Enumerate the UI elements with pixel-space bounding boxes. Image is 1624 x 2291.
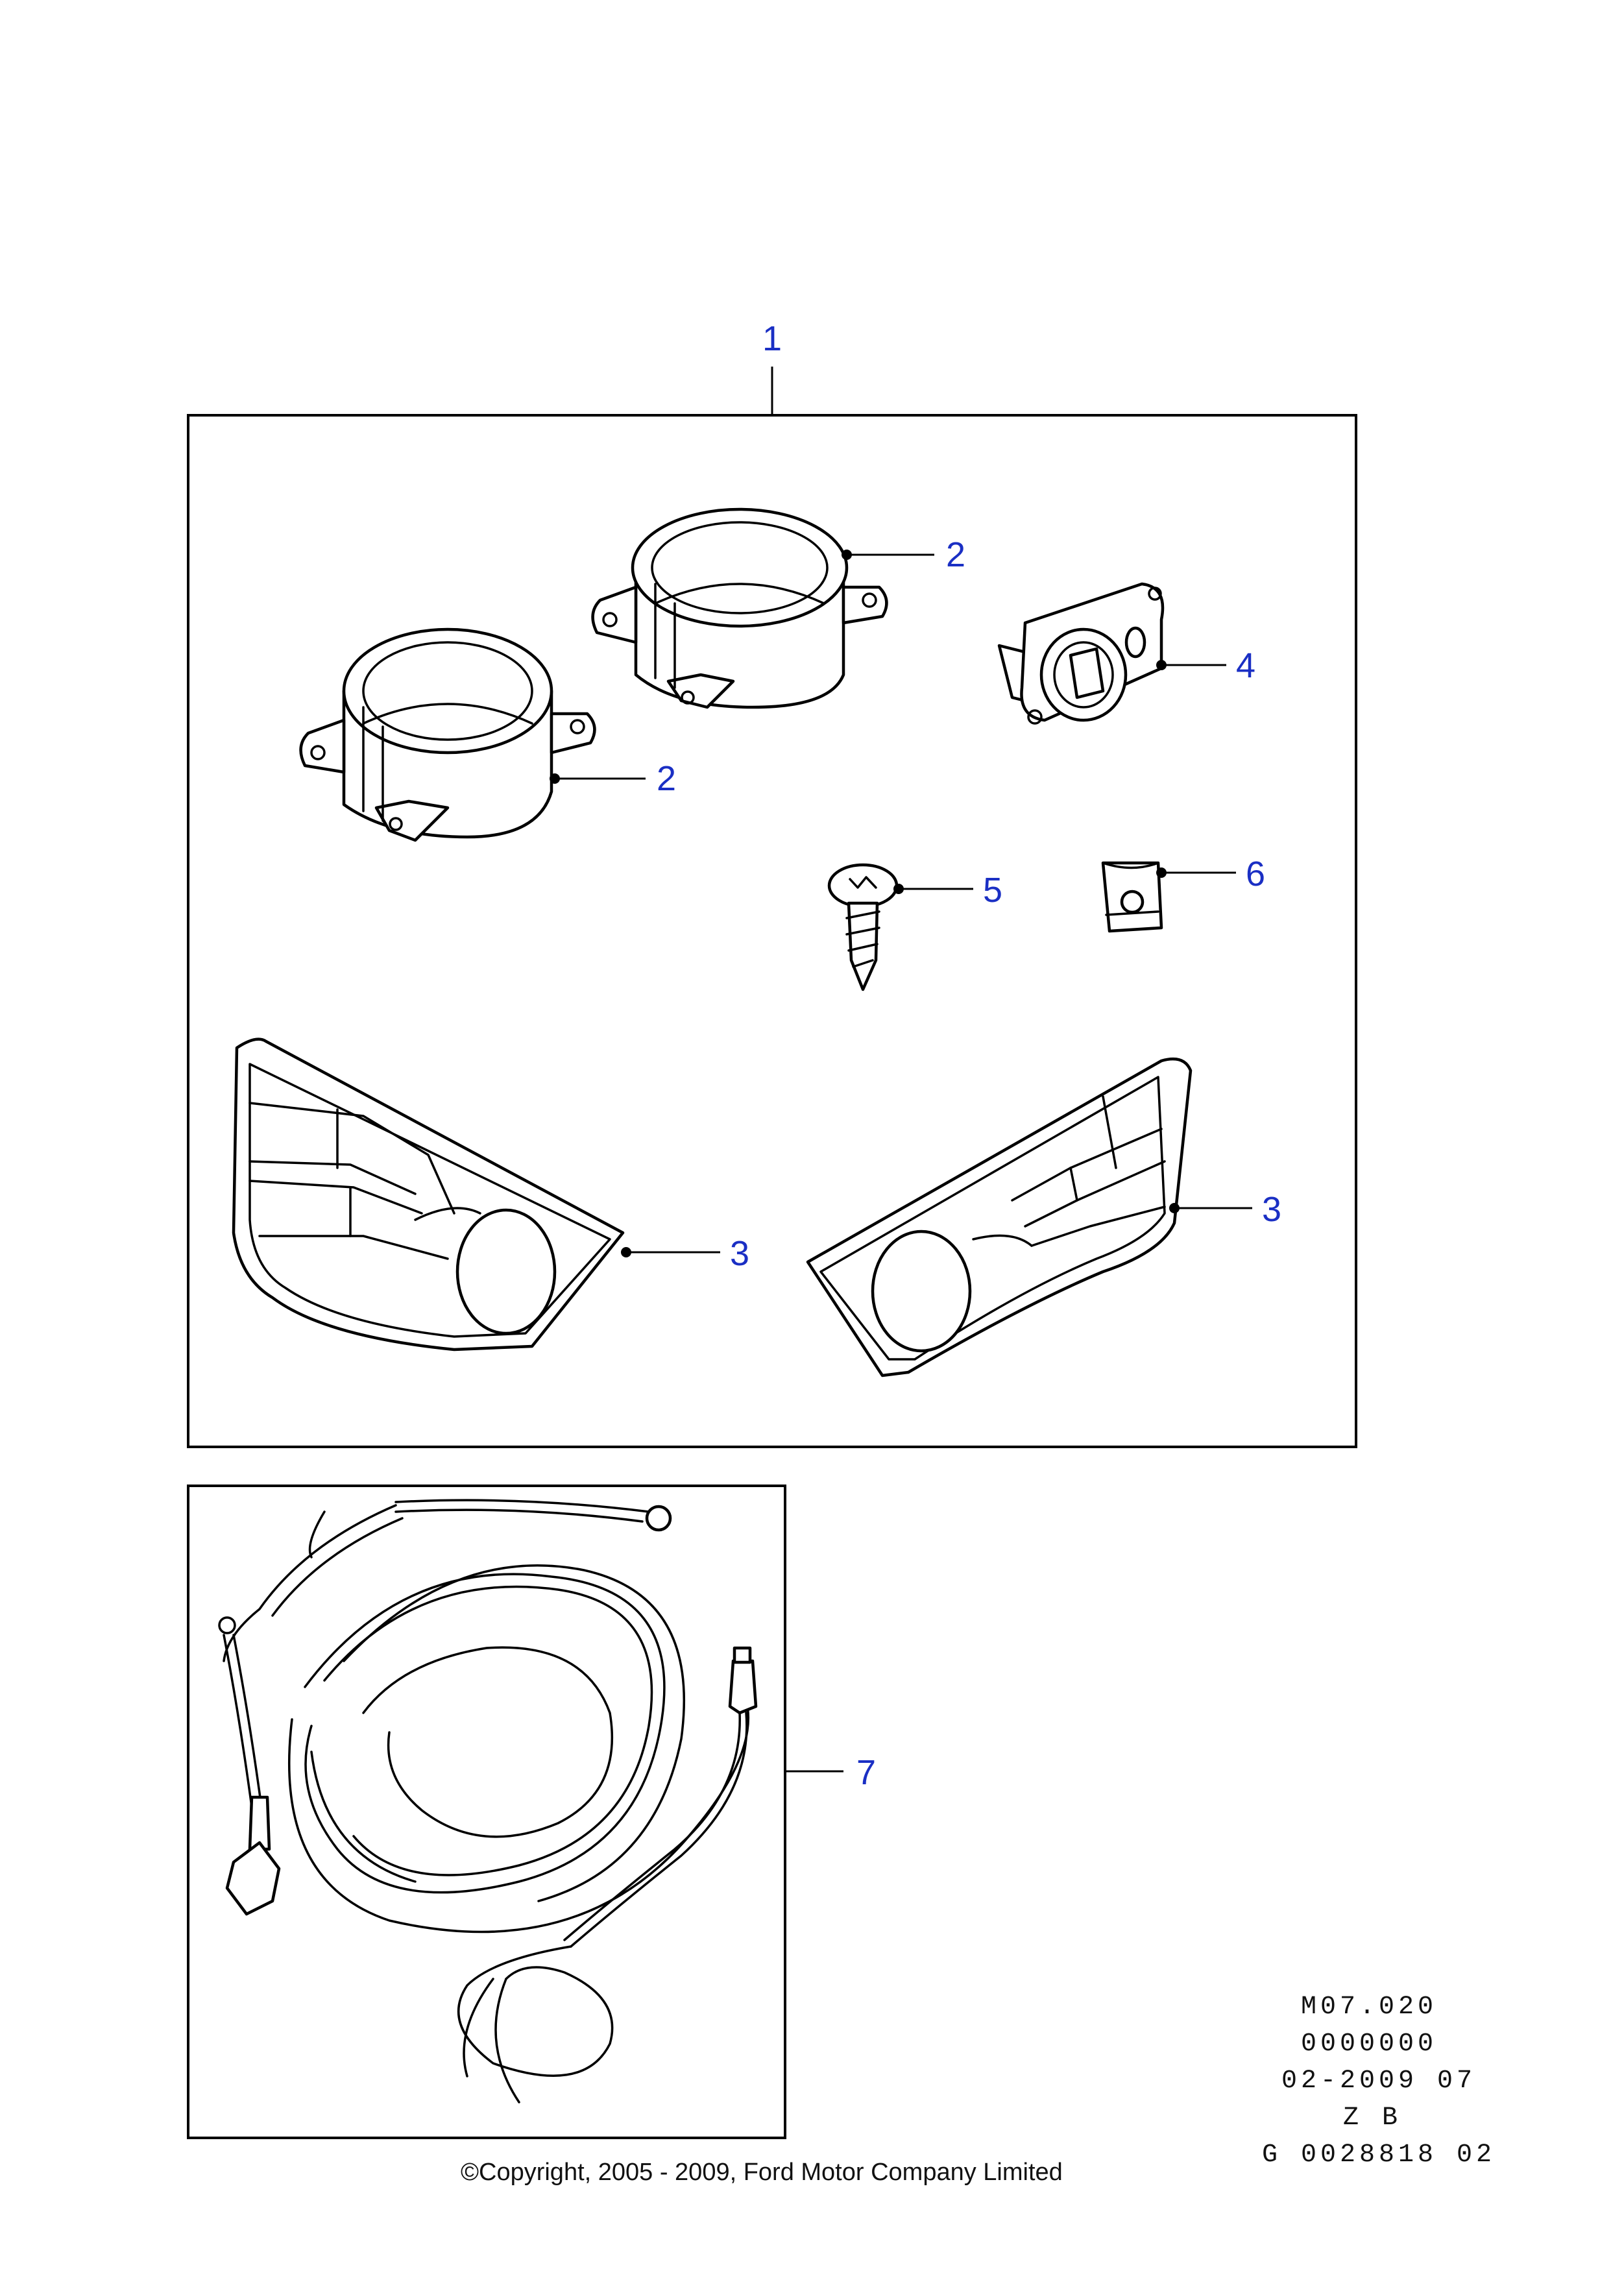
callout-1: 1	[762, 319, 782, 358]
fog-lamp-housing-lower	[299, 627, 596, 842]
callout-5: 5	[983, 871, 1002, 910]
fog-lamp-bezel-right	[806, 1057, 1193, 1377]
ref-date: 02-2009 07	[1281, 2067, 1476, 2096]
reference-block: M07.020 0000000 02-2009 07 Z B G 0028818…	[1262, 1993, 1496, 2170]
fog-lamp-switch	[997, 582, 1165, 725]
ref-graphic-id: G 0028818 02	[1262, 2140, 1496, 2170]
callout-4: 4	[1236, 646, 1255, 685]
copyright-notice: ©Copyright, 2005 - 2009, Ford Motor Comp…	[461, 2159, 1063, 2186]
ref-model-code: M07.020	[1301, 1993, 1437, 2022]
callout-6: 6	[1246, 855, 1265, 893]
callout-3-right: 3	[1262, 1190, 1281, 1229]
fog-lamp-housing-upper	[591, 507, 888, 709]
harness-frame	[187, 1485, 786, 2139]
callout-3-left: 3	[730, 1234, 749, 1273]
ref-sequence: 0000000	[1301, 2030, 1437, 2059]
fog-lamp-bezel-left	[232, 1037, 625, 1352]
screw	[827, 863, 899, 991]
clip-nut	[1101, 861, 1163, 933]
callout-2-upper: 2	[946, 535, 965, 574]
callout-2-lower: 2	[657, 759, 676, 798]
wiring-harness	[218, 1499, 758, 2103]
ref-zone: Z B	[1343, 2103, 1401, 2133]
callout-7: 7	[856, 1753, 876, 1792]
